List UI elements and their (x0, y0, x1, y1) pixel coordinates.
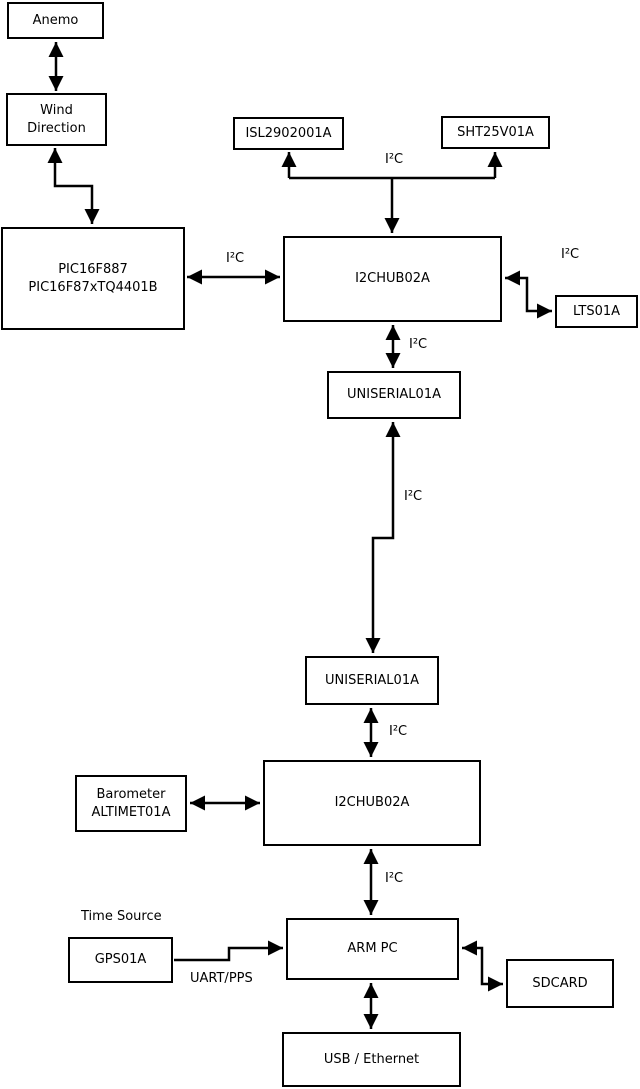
node-anemo-label: Anemo (32, 12, 79, 28)
node-barometer-label-2: ALTIMET01A (91, 804, 171, 820)
edge-wind-pic (47, 148, 100, 224)
node-pic-label-2: PIC16F87xTQ4401B (28, 279, 158, 295)
label-i2c-sensor-bus: I²C (385, 152, 404, 167)
node-arm-pc-label: ARM PC (347, 941, 398, 956)
node-barometer-label-1: Barometer (96, 786, 166, 802)
node-lts: LTS01A (555, 295, 638, 328)
node-uniserial-bottom-label: UNISERIAL01A (325, 672, 419, 688)
label-i2c-hub-uniserial: I²C (409, 337, 428, 352)
label-i2c-pic-hub: I²C (226, 251, 245, 266)
node-gps: GPS01A (68, 937, 173, 983)
node-usb-ethernet: USB / Ethernet (282, 1032, 461, 1087)
node-isl: ISL2902001A (233, 117, 344, 150)
edge-serial-link (365, 422, 401, 653)
label-uart-pps: UART/PPS (190, 971, 253, 986)
node-wind-direction-label-1: Wind (40, 102, 73, 118)
node-sht-label: SHT25V01A (457, 124, 534, 140)
node-i2c-hub-bottom-label: I2CHUB02A (334, 795, 410, 810)
node-uniserial-top: UNISERIAL01A (327, 371, 461, 419)
label-i2c-uniserial-hub: I²C (389, 724, 408, 739)
node-wind-direction-label-2: Direction (27, 120, 86, 136)
node-anemo: Anemo (7, 2, 104, 39)
edge-gps-armpc (174, 940, 283, 962)
node-lts-label: LTS01A (572, 303, 621, 319)
node-isl-label: ISL2902001A (245, 125, 332, 141)
node-barometer: Barometer ALTIMET01A (75, 775, 187, 832)
node-i2c-hub-bottom: I2CHUB02A (263, 760, 481, 846)
node-uniserial-top-label: UNISERIAL01A (347, 387, 441, 402)
node-gps-label: GPS01A (94, 952, 147, 967)
node-uniserial-bottom: UNISERIAL01A (305, 656, 439, 705)
node-arm-pc: ARM PC (286, 918, 459, 980)
node-i2c-hub-top: I2CHUB02A (283, 236, 502, 322)
node-sdcard-label: SDCARD (532, 975, 588, 991)
label-i2c-serial-link: I²C (404, 489, 423, 504)
edge-armpc-sdcard (462, 940, 503, 992)
node-pic: PIC16F887 PIC16F87xTQ4401B (1, 227, 185, 330)
label-i2c-hub-armpc: I²C (385, 871, 404, 886)
label-time-source: Time Source (81, 909, 162, 924)
node-sdcard: SDCARD (506, 959, 614, 1008)
node-wind-direction: Wind Direction (6, 93, 107, 146)
node-pic-label-1: PIC16F887 (58, 261, 128, 277)
edge-hub1-lts (505, 270, 552, 319)
node-usb-ethernet-label: USB / Ethernet (323, 1051, 420, 1067)
node-i2c-hub-top-label: I2CHUB02A (355, 271, 430, 286)
label-i2c-hub-lts: I²C (561, 247, 580, 262)
node-sht: SHT25V01A (441, 116, 550, 149)
